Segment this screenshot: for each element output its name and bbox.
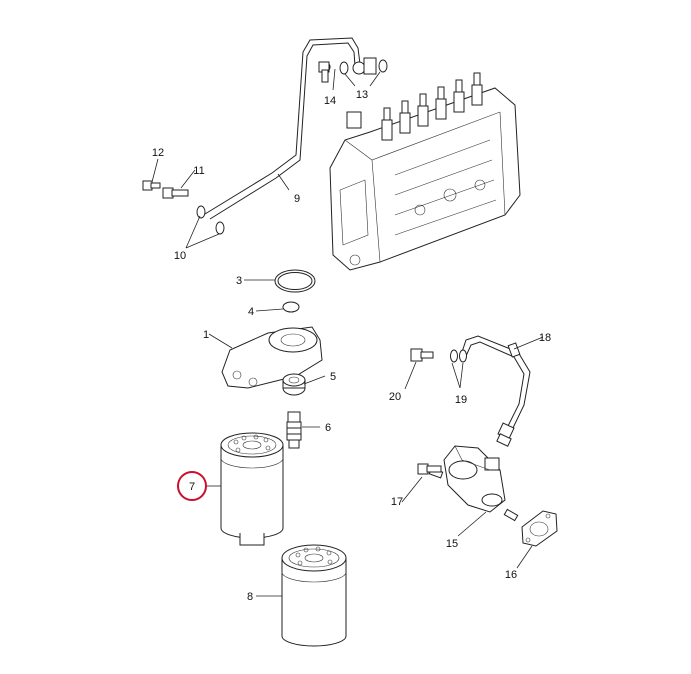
injector-outlets (381, 72, 483, 141)
o-ring-3 (274, 269, 316, 293)
left-banjo-parts (142, 180, 225, 235)
callout-17[interactable]: 17 (391, 496, 403, 508)
callout-12[interactable]: 12 (152, 147, 164, 159)
callout-6[interactable]: 6 (325, 422, 331, 434)
fuel-tube-9 (204, 37, 366, 220)
fitting-6 (286, 411, 302, 449)
callout-11[interactable]: 11 (193, 165, 204, 177)
callout-18[interactable]: 18 (539, 332, 551, 344)
nut-5 (282, 373, 306, 396)
callout-16[interactable]: 16 (505, 569, 517, 581)
callout-15[interactable]: 15 (446, 538, 458, 550)
callout-5[interactable]: 5 (330, 371, 336, 383)
pump-tube-18 (461, 335, 531, 447)
callout-labels: 14 13 12 11 9 10 3 4 1 5 6 7 8 18 20 19 … (152, 89, 551, 603)
callout-13[interactable]: 13 (356, 89, 368, 101)
highlight-circle (177, 471, 207, 501)
callout-3[interactable]: 3 (236, 275, 242, 287)
pump-banjo-parts (410, 348, 467, 363)
fuel-filter-7 (220, 432, 284, 546)
injection-pump (329, 72, 521, 271)
leader-lines (151, 68, 544, 597)
callout-20[interactable]: 20 (389, 391, 401, 403)
callout-19[interactable]: 19 (455, 394, 467, 406)
callout-14[interactable]: 14 (324, 95, 336, 107)
filter-head-1 (221, 326, 323, 389)
gasket-16 (521, 510, 558, 547)
callout-9[interactable]: 9 (294, 193, 300, 205)
callout-1[interactable]: 1 (203, 329, 209, 341)
o-ring-4 (282, 301, 300, 313)
callout-4[interactable]: 4 (248, 306, 254, 318)
callout-8[interactable]: 8 (247, 591, 253, 603)
feed-pump-15 (428, 445, 519, 522)
pump-bolt-17 (417, 463, 442, 475)
callout-10[interactable]: 10 (174, 250, 186, 262)
upper-banjo-parts (318, 57, 388, 83)
fuel-filter-8 (281, 544, 347, 647)
callout-7[interactable]: 7 (189, 481, 195, 493)
